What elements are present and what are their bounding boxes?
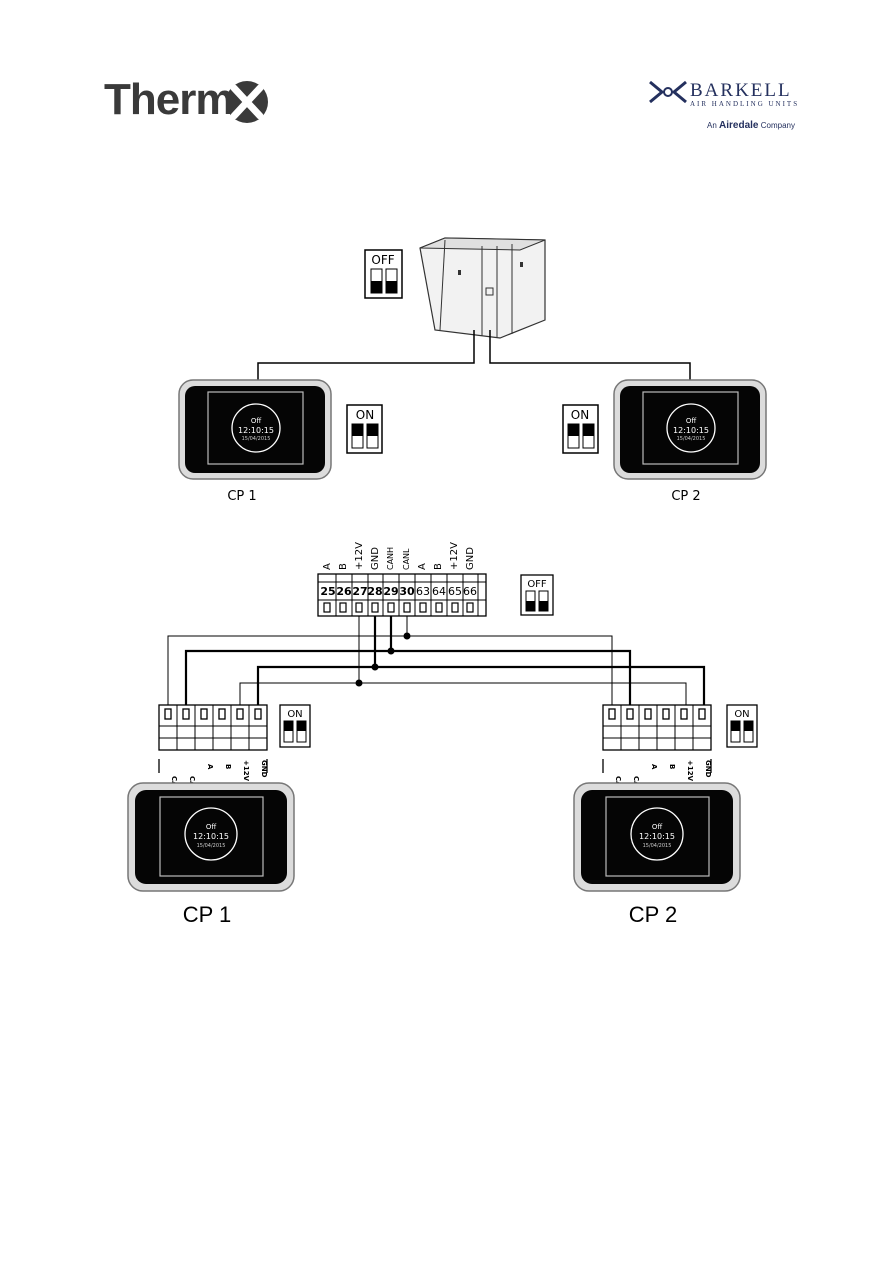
terminal-switch-label: OFF <box>527 579 547 590</box>
bottom-cp1-date: 15/04/2015 <box>197 843 226 849</box>
terminal-number: 65 <box>448 585 462 598</box>
barkell-name: BARKELL <box>690 80 792 101</box>
cp2-label-ticks <box>602 759 712 773</box>
unit-dip-switch: OFF <box>364 249 403 299</box>
terminal-header: GND <box>465 547 476 570</box>
cp2-terminal-label: +12V <box>686 760 694 782</box>
cp1-terminal-label: +12V <box>242 760 250 782</box>
terminal-number: 29 <box>383 585 398 598</box>
top-cp1-label: CP 1 <box>227 489 256 504</box>
top-cp2-date: 15/04/2015 <box>677 436 706 442</box>
terminal-header: GND <box>370 547 381 570</box>
terminal-number: 26 <box>336 585 352 598</box>
cp1-terminal-label: GND <box>260 760 268 778</box>
terminal-header: A <box>322 563 333 570</box>
airedale-name: Airedale <box>719 120 759 131</box>
cp2-terminal-label: A <box>650 764 658 770</box>
top-cp2-status: Off <box>686 417 697 425</box>
barkell-emblem-icon <box>649 80 687 104</box>
therm-logo: Therm <box>104 75 234 124</box>
cp1-label-ticks <box>158 759 268 773</box>
bottom-panel-cp2: Off 12:10:15 15/04/2015 <box>573 782 741 892</box>
top-cp2-dip-switch: ON <box>562 404 599 454</box>
bottom-cp1-time: 12:10:15 <box>193 832 229 841</box>
terminal-number: 25 <box>320 585 335 598</box>
main-terminal-block: 25 26 27 28 29 30 63 64 65 66 <box>317 573 487 617</box>
top-cp2-label: CP 2 <box>671 489 700 504</box>
bottom-cp2-time: 12:10:15 <box>639 832 675 841</box>
bottom-cp1-status: Off <box>206 823 217 831</box>
cp1-terminal-label: A <box>206 764 214 770</box>
bottom-panel-cp1: Off 12:10:15 15/04/2015 <box>127 782 295 892</box>
air-handling-unit <box>419 237 546 339</box>
bus-wiring <box>167 616 706 705</box>
terminal-number: 66 <box>463 585 477 598</box>
top-cp1-time: 12:10:15 <box>238 426 274 435</box>
wire-junctions <box>355 632 411 687</box>
airedale-logo: An Airedale Company <box>707 120 795 131</box>
unit-switch-label: OFF <box>371 253 394 267</box>
cp1-terminal-block <box>158 704 268 751</box>
top-cp1-date: 15/04/2015 <box>242 436 271 442</box>
bottom-cp2-label: CP 2 <box>629 902 678 927</box>
top-cp1-dip-switch: ON <box>346 404 383 454</box>
top-panel-cp2: Off 12:10:15 15/04/2015 <box>613 379 767 480</box>
therm-x-icon <box>226 81 268 123</box>
terminal-header: CANH <box>386 547 395 570</box>
bottom-cp2-date: 15/04/2015 <box>643 843 672 849</box>
terminal-header: B <box>338 563 349 570</box>
top-cp1-status: Off <box>251 417 262 425</box>
terminal-dip-switch: OFF <box>520 574 554 616</box>
terminal-headers: A B +12V GND CANH CANL A B +12V GND <box>322 542 476 570</box>
cp2-terminal-label: GND <box>704 760 712 778</box>
terminal-header: +12V <box>354 542 365 570</box>
terminal-header: +12V <box>449 542 460 570</box>
terminal-number: 64 <box>432 585 446 598</box>
cp1-switch-label: ON <box>287 709 302 720</box>
top-cp2-switch-label: ON <box>571 408 589 422</box>
cp2-terminal-block <box>602 704 712 751</box>
cp2-switch-label: ON <box>734 709 749 720</box>
terminal-number: 27 <box>352 585 367 598</box>
terminal-header: A <box>417 563 428 570</box>
terminal-number: 30 <box>399 585 415 598</box>
terminal-number: 63 <box>416 585 430 598</box>
therm-logo-text: Therm <box>104 75 234 124</box>
top-panel-cp1: Off 12:10:15 15/04/2015 <box>178 379 332 480</box>
top-cp1-switch-label: ON <box>356 408 374 422</box>
bottom-cp1-label: CP 1 <box>183 902 232 927</box>
terminal-header: CANL <box>402 548 411 570</box>
cp2-terminal-label: B <box>668 764 676 769</box>
cp1-dip-switch: ON <box>279 704 311 748</box>
bottom-cp2-status: Off <box>652 823 663 831</box>
terminal-header: B <box>433 563 444 570</box>
terminal-number: 28 <box>367 585 382 598</box>
cp2-dip-switch: ON <box>726 704 758 748</box>
top-cp2-time: 12:10:15 <box>673 426 709 435</box>
airedale-suffix: Company <box>760 121 795 130</box>
barkell-tagline: AIR HANDLING UNITS <box>690 100 800 108</box>
airedale-prefix: An <box>707 121 717 130</box>
cp1-terminal-label: B <box>224 764 232 769</box>
